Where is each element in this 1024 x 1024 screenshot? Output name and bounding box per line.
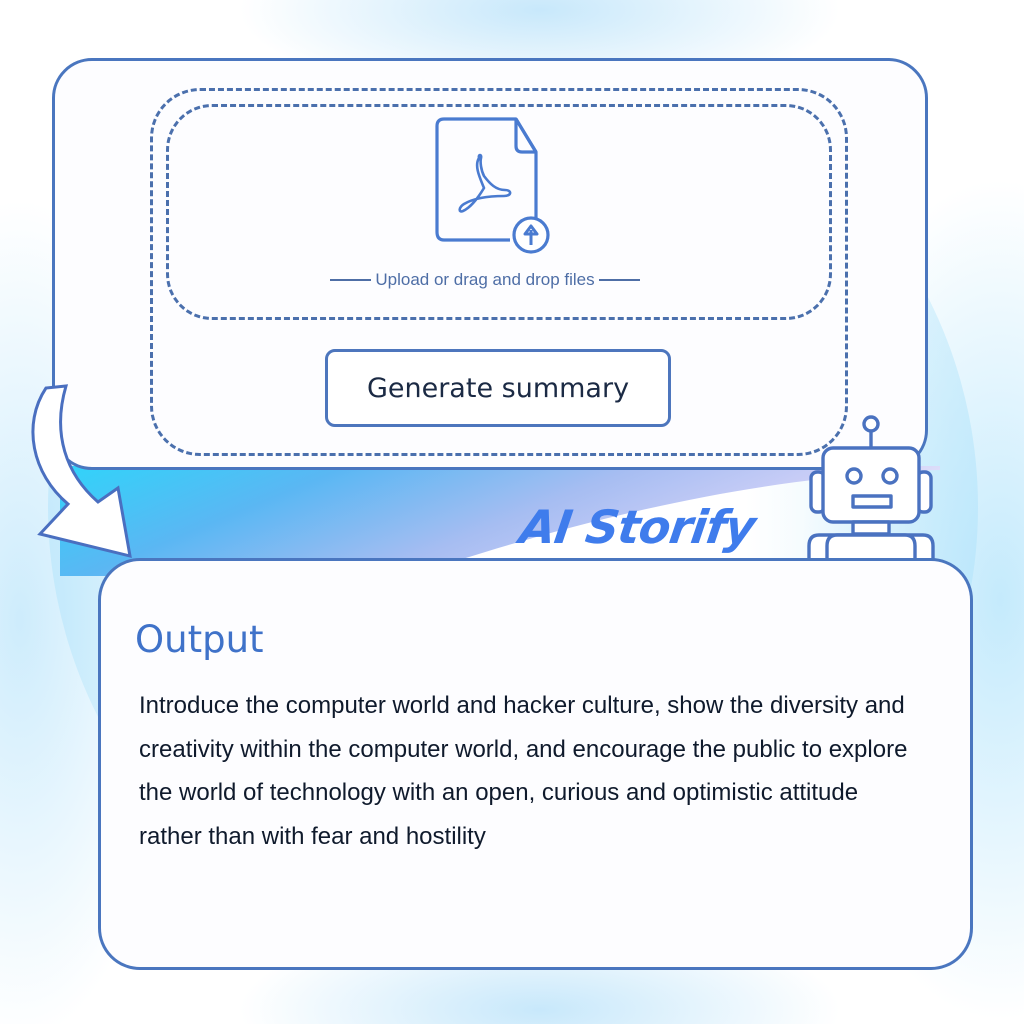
output-summary-text: Introduce the computer world and hacker …: [139, 692, 908, 850]
curved-arrow-icon: [31, 384, 132, 559]
upload-outer-dashed-border: [150, 88, 848, 456]
output-card: [98, 558, 973, 970]
divider-line-right: [598, 279, 640, 281]
robot-icon: [807, 415, 935, 564]
dropzone-label-text: Upload or drag and drop files: [375, 270, 595, 289]
divider-line-left: [330, 279, 372, 281]
output-title: Output: [135, 618, 264, 661]
gradient-band: [60, 466, 940, 576]
pdf-upload-icon[interactable]: [432, 114, 552, 254]
brand-logo-text: AI Storify: [516, 500, 759, 554]
dropzone-label: Upload or drag and drop files: [330, 266, 640, 294]
file-dropzone[interactable]: [166, 104, 832, 320]
generate-summary-button[interactable]: Generate summary: [325, 349, 671, 427]
